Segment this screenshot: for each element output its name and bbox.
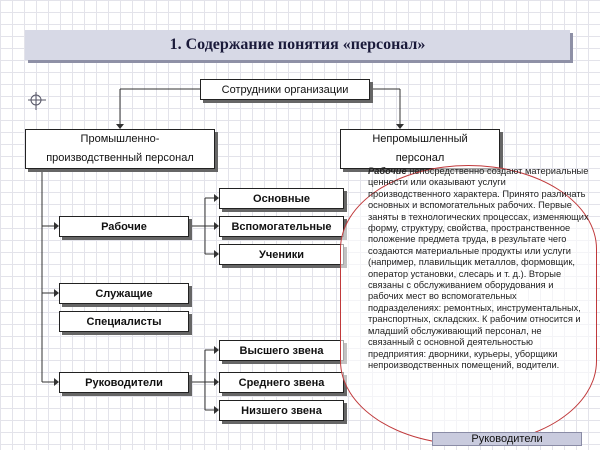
node-specialists: Специалисты	[59, 311, 189, 332]
node-top-level: Высшего звена	[219, 340, 344, 361]
node-workers: Рабочие	[59, 216, 189, 237]
node-industrial-line1: Промышленно-	[80, 133, 160, 145]
node-root: Сотрудники организации	[200, 79, 370, 100]
node-middle-level: Среднего звена	[219, 372, 344, 393]
node-nonindustrial-personnel: Непромышленный персонал	[340, 129, 500, 169]
node-lower-level: Низшего звена	[219, 400, 344, 421]
node-industrial-line2: производственный персонал	[46, 152, 194, 164]
node-employees: Служащие	[59, 283, 189, 304]
node-nonindustrial-line2: персонал	[395, 152, 445, 164]
callout-bubble	[340, 165, 597, 445]
node-industrial-personnel: Промышленно- производственный персонал	[25, 129, 215, 169]
node-nonindustrial-line1: Непромышленный	[372, 133, 468, 145]
node-managers: Руководители	[59, 372, 189, 393]
node-main-workers: Основные	[219, 188, 344, 209]
nav-button-managers[interactable]: Руководители	[432, 432, 582, 446]
callout-body: непосредственно создают материальные цен…	[368, 166, 589, 370]
page-title: 1. Содержание понятия «персонал»	[25, 30, 570, 60]
crosshair-icon	[28, 92, 46, 110]
callout-text: Рабочие непосредственно создают материал…	[368, 166, 590, 371]
callout-term: Рабочие	[368, 166, 407, 176]
node-apprentices: Ученики	[219, 244, 344, 265]
node-auxiliary-workers: Вспомогательные	[219, 216, 344, 237]
